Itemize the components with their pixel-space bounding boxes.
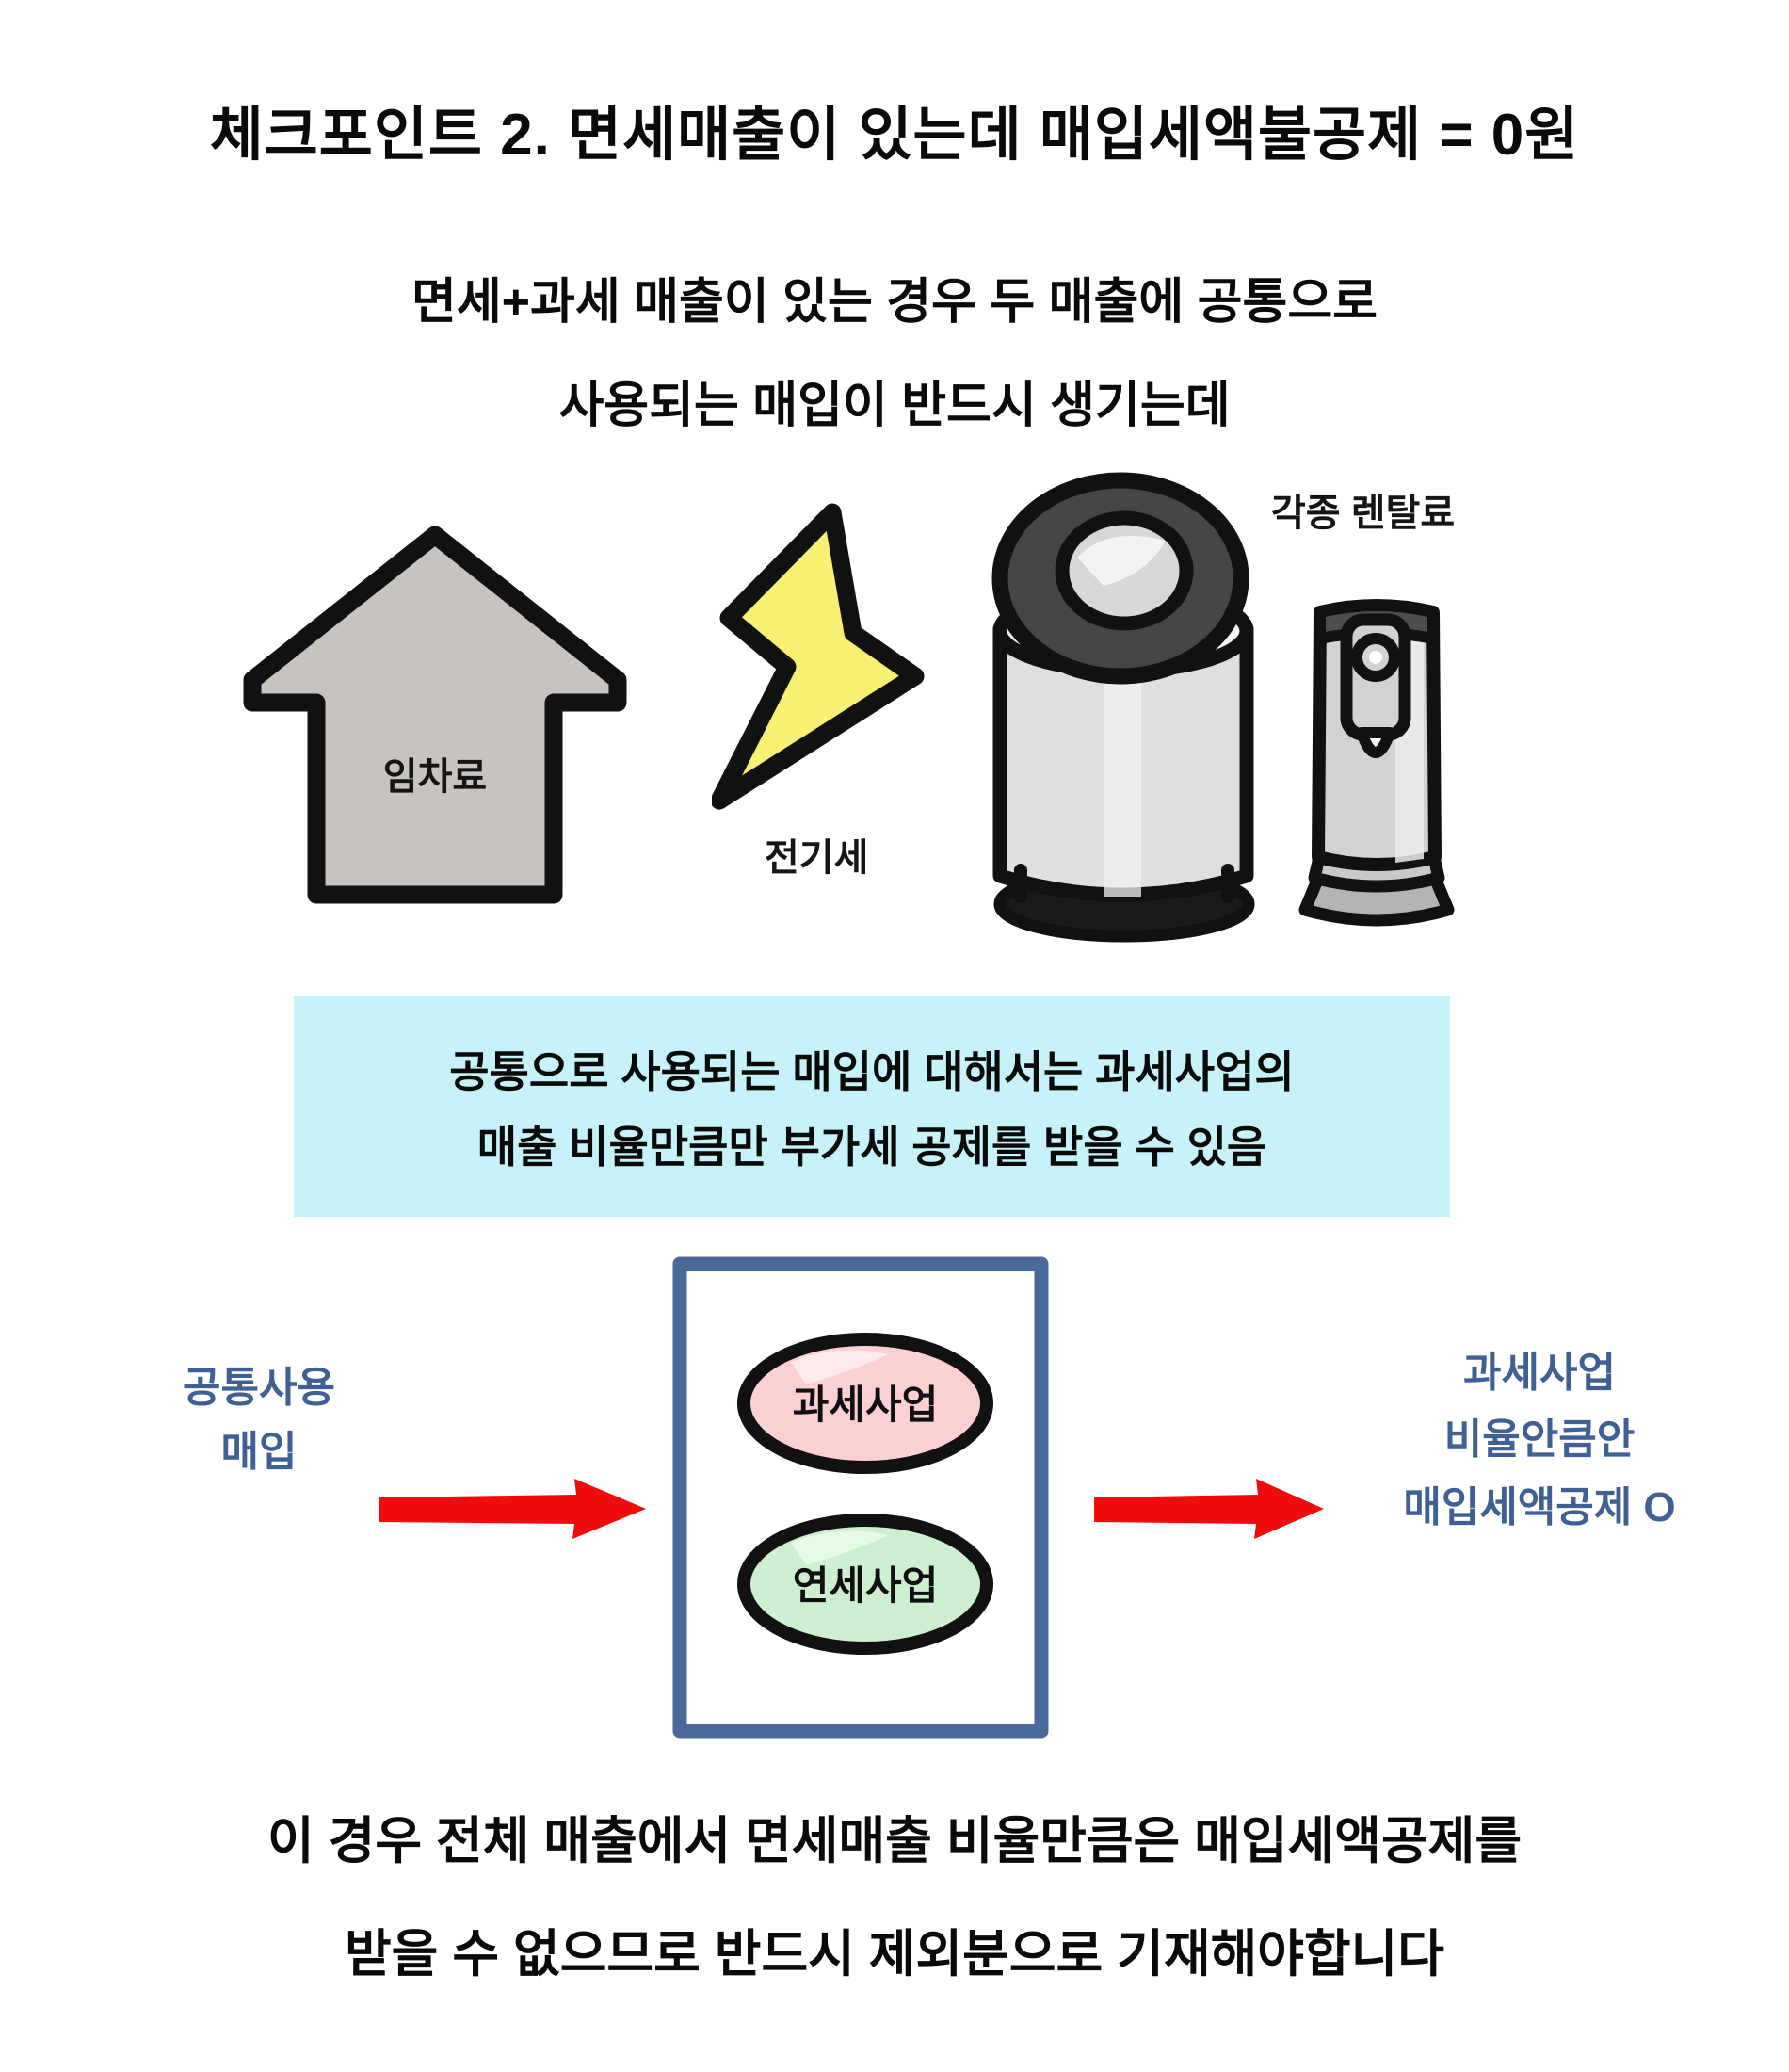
footer-line-2: 받을 수 없으므로 반드시 제외분으로 기재해야합니다 bbox=[345, 1926, 1444, 1983]
flow-output-label-line-3: 매입세액공제 O bbox=[1403, 1483, 1676, 1530]
right-arrow-icon bbox=[377, 1477, 648, 1543]
highlight-line-1: 공통으로 사용되는 매입에 대해서는 과세사업의 bbox=[449, 1047, 1295, 1096]
page-title: 체크포인트 2. 면세매출이 있는데 매입세액불공제 = 0원 bbox=[209, 103, 1580, 168]
exempt-business-label: 연세사업 bbox=[792, 1562, 939, 1608]
footer-line-1: 이 경우 전체 매출에서 면세매출 비율만큼은 매입세액공제를 bbox=[266, 1813, 1522, 1870]
business-split-box bbox=[669, 1253, 1053, 1742]
exempt-business-oval: 연세사업 bbox=[734, 1511, 996, 1658]
rental-label: 각종 렌탈료 bbox=[1271, 493, 1456, 534]
house-arrow-icon bbox=[237, 518, 633, 914]
lightning-bolt-icon bbox=[712, 501, 928, 812]
taxable-business-oval: 과세사업 bbox=[734, 1330, 996, 1477]
highlight-callout: 공통으로 사용되는 매입에 대해서는 과세사업의 매출 비율만큼만 부가세 공제… bbox=[294, 996, 1450, 1217]
expense-illustration-group: 임차료 전기세 bbox=[0, 471, 1789, 961]
flow-output-label-line-2: 비율안큼안 bbox=[1443, 1416, 1636, 1464]
flow-input-label: 공통사용 매입 bbox=[113, 1356, 405, 1484]
air-purifier-icon bbox=[962, 471, 1282, 951]
flow-output-label: 과세사업 비율안큼안 매입세액공제 O bbox=[1304, 1339, 1775, 1541]
humidifier-icon bbox=[1292, 575, 1461, 951]
bolt-label: 전기세 bbox=[765, 837, 869, 879]
flow-diagram: 공통사용 매입 과세사업 연세사업 bbox=[0, 1253, 1789, 1752]
right-arrow-icon bbox=[1092, 1477, 1326, 1543]
flow-output-label-line-1: 과세사업 bbox=[1463, 1350, 1616, 1396]
subtitle-line-2: 사용되는 매입이 반드시 생기는데 bbox=[558, 379, 1231, 433]
taxable-business-label: 과세사업 bbox=[792, 1382, 939, 1427]
flow-input-label-line-2: 매입 bbox=[220, 1429, 298, 1476]
flow-input-label-line-1: 공통사용 bbox=[183, 1365, 335, 1411]
subtitle-line-1: 면세+과세 매출이 있는 경우 두 매출에 공통으로 bbox=[411, 275, 1378, 330]
highlight-line-2: 매출 비율만큼만 부가세 공제를 받을 수 있음 bbox=[476, 1123, 1267, 1172]
